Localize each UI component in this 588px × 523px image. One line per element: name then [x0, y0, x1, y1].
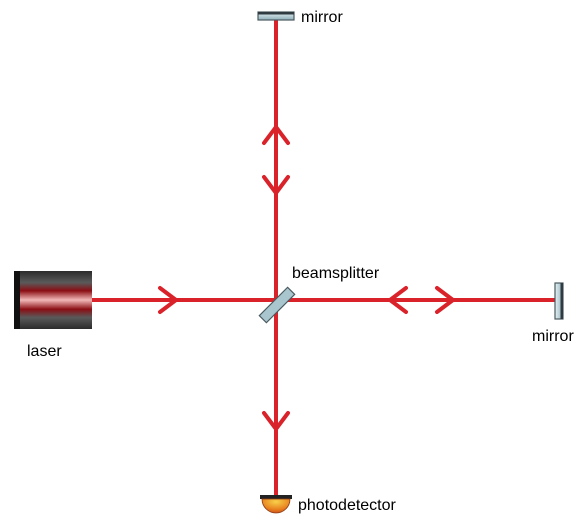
photodetector-dome [261, 498, 291, 514]
label-laser: laser [27, 343, 62, 360]
beamsplitter [258, 286, 296, 324]
laser [14, 271, 92, 329]
label-beamsplitter: beamsplitter [292, 265, 380, 282]
laser-end-cap [14, 271, 21, 329]
beam-direction-arrows [158, 125, 455, 431]
label-mirror-right: mirror [532, 328, 574, 345]
arrow-left-icon [388, 286, 408, 314]
arrow-right-icon [158, 286, 178, 314]
laser-beams [92, 20, 555, 496]
label-mirror-top: mirror [301, 9, 343, 26]
laser-body [20, 271, 92, 329]
mirror-top-backing [258, 12, 294, 15]
photodetector-base [260, 495, 292, 499]
arrow-right-icon [435, 286, 455, 314]
arrow-down-icon [262, 411, 290, 431]
mirror-right-backing [560, 283, 563, 319]
arrow-up-icon [262, 125, 290, 145]
label-photodetector: photodetector [298, 497, 397, 514]
photodetector [260, 495, 292, 514]
arrow-down-icon [262, 175, 290, 195]
